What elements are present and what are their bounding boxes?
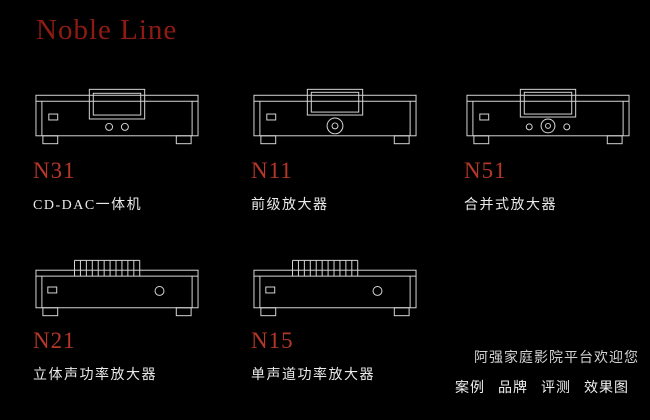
product-model: N15 [251, 328, 294, 353]
product-description: 合并式放大器 [464, 198, 557, 213]
product-item-n21: N21 立体声功率放大器 [33, 256, 228, 384]
footer-nav: 案例 品牌 评测 效果图 [455, 377, 629, 397]
product-item-n31: N31 CD-DAC一体机 [33, 86, 228, 214]
device-drawing-n15-mono-power-amp [253, 259, 417, 317]
product-model: N31 [33, 158, 76, 183]
product-model: N21 [33, 328, 76, 353]
footer-link-cases[interactable]: 案例 [455, 379, 485, 395]
footer-link-reviews[interactable]: 评测 [541, 379, 571, 395]
device-drawing-n31-cd-dac [35, 88, 199, 145]
product-description: 前级放大器 [251, 198, 329, 213]
footer-link-gallery[interactable]: 效果图 [584, 379, 629, 395]
product-description: 单声道功率放大器 [251, 368, 375, 383]
device-drawing-n11-preamp [253, 88, 417, 145]
device-drawing-n21-stereo-power-amp [35, 259, 199, 317]
product-item-n11: N11 前级放大器 [251, 86, 446, 214]
page-title: Noble Line [36, 14, 178, 46]
product-model: N51 [464, 158, 507, 183]
product-model: N11 [251, 158, 293, 183]
product-description: CD-DAC一体机 [33, 198, 143, 213]
product-item-n15: N15 单声道功率放大器 [251, 256, 446, 384]
footer-link-brands[interactable]: 品牌 [498, 379, 528, 395]
product-description: 立体声功率放大器 [33, 368, 157, 383]
device-drawing-n51-integrated [466, 88, 630, 145]
watermark-welcome-text: 阿强家庭影院平台欢迎您 [474, 349, 639, 365]
product-item-n51: N51 合并式放大器 [464, 86, 650, 214]
